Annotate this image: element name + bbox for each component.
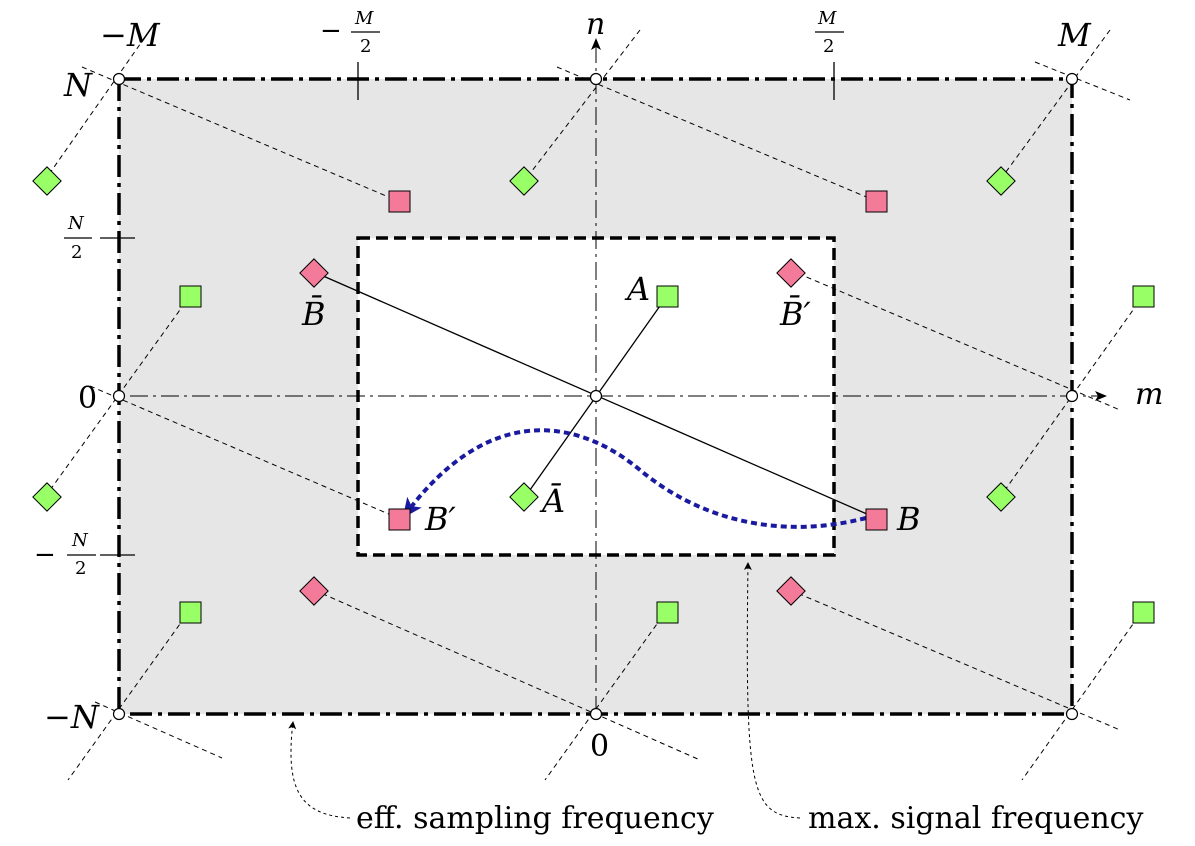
pink-diamond-marker <box>776 258 806 288</box>
point-label-B-bar: B̄ <box>301 295 326 333</box>
signal-boundary <box>356 236 836 557</box>
tick-label-neg-N-half-den: 2 <box>75 558 86 579</box>
green-diamond-marker <box>986 166 1016 196</box>
point-label-A-bar: Ā <box>539 482 565 520</box>
tick-label-neg-M-half-den: 2 <box>360 36 371 57</box>
green-diamond-marker <box>509 166 539 196</box>
tick-label-neg-N-half-sign: − <box>34 540 56 570</box>
pink-squares <box>388 190 888 531</box>
green-square-marker <box>656 601 679 624</box>
origin-dot <box>589 389 603 403</box>
annotation-pointers <box>288 562 801 819</box>
green-diamond-marker <box>509 482 539 512</box>
aliasing-arrow <box>402 428 867 529</box>
green-diamond-marker <box>32 482 62 512</box>
tick-label-pos-M: M <box>1057 16 1092 54</box>
origin-dot <box>1065 72 1079 86</box>
pink-diamond-marker <box>776 576 806 606</box>
green-diamond-marker <box>32 166 62 196</box>
point-label-B-bar-prime: B̄′ <box>779 295 812 333</box>
center-axes <box>130 38 1107 714</box>
point-label-B: B <box>896 500 921 538</box>
lattice-lines <box>44 29 1144 781</box>
tick-label-pos-M-half-num: M <box>817 8 837 29</box>
tick-label-N: N <box>63 66 93 104</box>
pink-diamond-marker <box>299 576 329 606</box>
origin-dot <box>112 389 126 403</box>
lattice-origins <box>112 72 1079 721</box>
pink-diamonds <box>299 258 806 606</box>
tick-label-N-half-den: 2 <box>71 242 82 263</box>
pink-square-marker <box>865 508 888 531</box>
green-diamonds <box>32 166 1016 512</box>
pink-square-marker <box>388 508 411 531</box>
annotation-eff-sampling: eff. sampling frequency <box>356 801 714 836</box>
green-square-marker <box>179 601 202 624</box>
tick-label-zero-bottom: 0 <box>590 729 609 764</box>
pink-square-marker <box>865 190 888 213</box>
green-square-marker <box>1132 285 1155 308</box>
tick-label-neg-M: −M <box>100 16 161 54</box>
tick-label-neg-M-half-sign: − <box>320 16 342 46</box>
tick-label-zero-left: 0 <box>78 381 97 416</box>
tick-label-neg-M-half-num: M <box>354 8 374 29</box>
point-label-B-prime: B′ <box>424 500 457 538</box>
annotation-max-signal: max. signal frequency <box>808 801 1143 836</box>
green-square-marker <box>1132 601 1155 624</box>
origin-dot <box>589 72 603 86</box>
origin-dot <box>1065 707 1079 721</box>
tick-label-neg-N-half-num: N <box>71 530 89 551</box>
origin-dot <box>1065 389 1079 403</box>
pink-diamond-marker <box>299 258 329 288</box>
green-square-marker <box>179 285 202 308</box>
pink-square-marker <box>388 190 411 213</box>
tick-label-pos-M-half-den: 2 <box>823 36 834 57</box>
origin-dot <box>589 707 603 721</box>
origin-dot <box>112 72 126 86</box>
green-diamond-marker <box>986 482 1016 512</box>
tick-marks <box>100 62 835 556</box>
green-square-marker <box>656 285 679 308</box>
axis-label-n: n <box>586 7 605 42</box>
tick-label-neg-N: −N <box>44 698 100 736</box>
point-label-A: A <box>624 270 650 308</box>
tick-label-N-half-num: N <box>67 213 85 234</box>
axis-label-m: m <box>1135 377 1163 412</box>
green-squares <box>179 285 1155 624</box>
origin-dot <box>112 707 126 721</box>
